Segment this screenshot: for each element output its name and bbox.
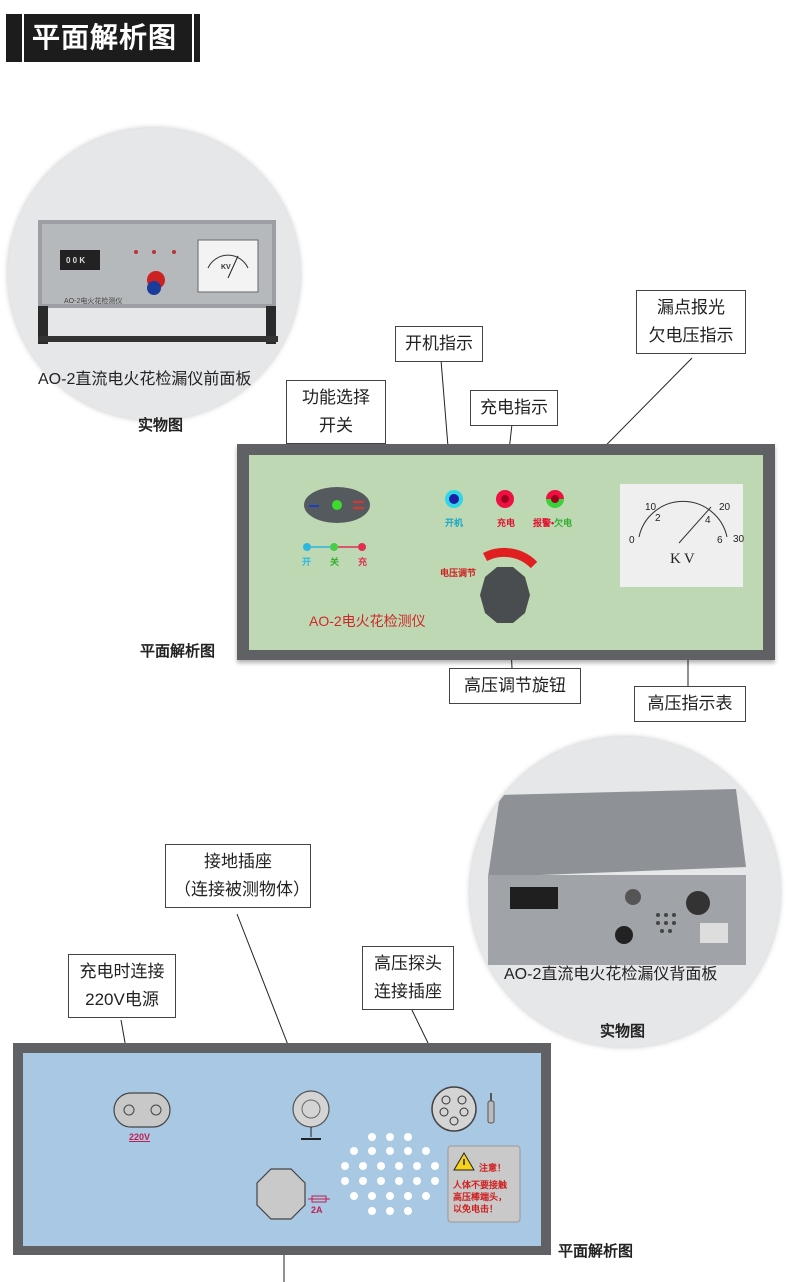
section-title-bar: 平面解析图 — [6, 14, 200, 62]
front-photo-label: 实物图 — [138, 417, 184, 434]
front-photo-mini-label: AO-2电火花检测仪 — [64, 298, 123, 305]
front-plan-panel: 开机 充电 报警•欠电 开 关 充 电压调节 AO-2电火花检测仪 10 20 … — [237, 444, 775, 660]
callout-hv-probe-line1: 高压探头 — [374, 954, 442, 973]
back-photo-caption: AO-2直流电火花检漏仪背面板 — [504, 966, 718, 983]
led-label-alarm-text: 报警 — [533, 518, 552, 528]
title-accent — [192, 14, 200, 62]
callout-leak-indicator: 漏点报光 欠电压指示 — [636, 290, 746, 354]
callout-power-220: 充电时连接 220V电源 — [68, 954, 176, 1018]
switch-legend-on: 开 — [302, 557, 312, 567]
callout-charge-indicator: 充电指示 — [470, 390, 558, 426]
front-photo-circle: KV AO-2电火花检测仪 0 0 K — [8, 128, 300, 420]
led-label-charge: 充电 — [497, 518, 516, 528]
front-photo-device — [8, 128, 300, 420]
front-panel-face: 开机 充电 报警•欠电 开 关 充 电压调节 AO-2电火花检测仪 10 20 … — [249, 455, 763, 650]
warning-line-2: 高压棒端头， — [453, 1192, 508, 1202]
back-plan-panel: 220V 2A 注意！ 人体不要接触 高压棒端头， 以免电击！ — [13, 1043, 551, 1255]
callout-hv-meter: 高压指示表 — [634, 686, 746, 722]
switch-legend-charge: 充 — [358, 557, 368, 567]
meter-inner-tick-6: 6 — [717, 535, 723, 546]
front-plan-label: 平面解析图 — [140, 643, 216, 660]
callout-ground-socket: 接地插座 （连接被测物体） — [165, 844, 311, 908]
back-photo-label: 实物图 — [600, 1023, 646, 1040]
front-device-name: AO-2电火花检测仪 — [309, 613, 426, 629]
back-photo-circle — [470, 737, 780, 1047]
callout-function-switch: 功能选择 开关 — [286, 380, 386, 444]
callout-power-indicator: 开机指示 — [395, 326, 483, 362]
power-220-label: 220V — [129, 1132, 151, 1142]
speaker-grille — [341, 1133, 439, 1215]
section-title: 平面解析图 — [22, 14, 192, 62]
meter-outer-tick-30: 30 — [733, 534, 745, 545]
callout-hv-probe: 高压探头 连接插座 — [362, 946, 454, 1010]
callout-function-switch-line1: 功能选择 — [302, 388, 370, 407]
led-label-power: 开机 — [445, 518, 464, 528]
callout-leak-indicator-line1: 漏点报光 — [657, 298, 725, 317]
led-label-alarm: 报警•欠电 — [533, 516, 572, 529]
warning-title: 注意！ — [479, 1163, 507, 1173]
callout-function-switch-line2: 开关 — [319, 416, 353, 435]
meter-inner-tick-4: 4 — [705, 515, 711, 526]
led-label-separator-icon: • — [551, 518, 555, 528]
back-photo-device — [470, 737, 780, 1047]
meter-inner-tick-2: 2 — [655, 513, 661, 524]
callout-hv-knob: 高压调节旋钮 — [449, 668, 581, 704]
back-panel-face: 220V 2A 注意！ 人体不要接触 高压棒端头， 以免电击！ — [23, 1053, 541, 1246]
meter-unit: KV — [670, 551, 698, 567]
callout-power-220-line1: 充电时连接 — [79, 962, 165, 981]
callout-power-220-line2: 220V电源 — [85, 990, 159, 1009]
warning-line-3: 以免电击！ — [453, 1204, 499, 1214]
front-photo-caption: AO-2直流电火花检漏仪前面板 — [38, 371, 252, 388]
meter-outer-tick-10: 10 — [645, 502, 657, 513]
back-plan-label: 平面解析图 — [558, 1243, 634, 1260]
led-label-low-text: 欠电 — [554, 518, 573, 528]
front-photo-display: 0 0 K — [66, 256, 86, 265]
meter-inner-tick-0: 0 — [629, 535, 635, 546]
knob-label: 电压调节 — [440, 568, 477, 578]
switch-legend-off: 关 — [330, 557, 340, 567]
back-panel-graphics — [113, 1086, 521, 1223]
meter-outer-tick-20: 20 — [719, 502, 731, 513]
callout-leak-indicator-line2: 欠电压指示 — [648, 326, 734, 345]
warning-line-1: 人体不要接触 — [453, 1180, 508, 1190]
front-photo-meter-unit: KV — [221, 264, 231, 271]
fuse-label: 2A — [311, 1205, 323, 1215]
callout-ground-socket-line2: （连接被测物体） — [174, 880, 310, 899]
callout-ground-socket-line1: 接地插座 — [204, 852, 272, 871]
callout-hv-probe-line2: 连接插座 — [374, 982, 442, 1001]
front-panel-graphics — [303, 484, 743, 623]
